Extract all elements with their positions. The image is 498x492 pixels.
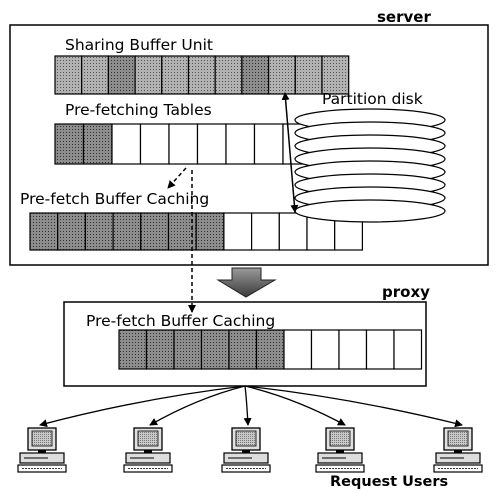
prefetching-tables-row [54,123,313,165]
buffer-cell [84,212,114,251]
buffer-cell [29,212,59,251]
server-box [9,24,489,266]
buffer-cell [145,329,175,370]
buffer-cell [294,55,323,95]
buffer-cell [111,123,142,165]
buffer-cell [54,123,85,165]
buffer-cell [241,55,270,95]
request-arrows [39,385,463,428]
buffer-cell [200,329,230,370]
buffer-cell [54,55,83,95]
server-label: server [377,8,431,26]
buffer-cell [255,329,285,370]
buffer-cell [310,329,340,370]
buffer-cell [393,329,423,370]
buffer-cell [223,212,253,251]
buffer-cell [214,55,243,95]
request-arrow [243,385,252,426]
server-prefetch-caching-title: Pre-fetch Buffer Caching [20,190,209,208]
buffer-cell [283,329,313,370]
partition-disk-label: Partition disk [322,90,423,108]
request-arrow [39,385,246,428]
buffer-cell [187,55,216,95]
dashed-arrow-tables-to-caching [167,167,187,189]
request-arrow [244,385,463,428]
computer-icon [221,427,271,473]
buffer-cell [195,212,225,251]
buffer-cell [81,55,109,95]
sharing-buffer-unit-title: Sharing Buffer Unit [65,36,213,54]
buffer-cell [107,55,136,95]
computer-icon [315,427,365,473]
buffer-cell [253,123,284,165]
computer-icon [123,427,173,473]
buffer-cell [228,329,258,370]
prefetching-tables-title: Pre-fetching Tables [65,101,212,119]
buffer-cell [278,212,308,251]
buffer-cell [365,329,395,370]
proxy-prefetch-caching-row [118,329,423,370]
computer-icon [17,427,67,473]
buffer-cell [134,55,163,95]
buffer-cell [168,123,199,165]
buffer-cell [139,123,170,165]
buffer-cell [118,329,148,370]
buffer-cell [338,329,368,370]
buffer-cell [321,55,350,95]
buffer-cell [268,55,296,95]
request-users [17,427,483,473]
partition-disk-stack [294,108,446,223]
proxy-label: proxy [382,283,430,301]
server-to-proxy-arrow [216,267,277,298]
buffer-cell [251,212,280,251]
buffer-cell [57,212,87,251]
disk-double-arrow [281,92,299,213]
proxy-prefetch-caching-title: Pre-fetch Buffer Caching [86,312,275,330]
buffer-cell [82,123,113,165]
buffer-cell [167,212,197,251]
buffer-cell [140,212,170,251]
buffer-cell [196,123,227,165]
buffer-cell [225,123,256,165]
sharing-buffer-unit-row [54,55,350,95]
buffer-cell [112,212,142,251]
request-arrow [244,385,346,426]
disk-platter [294,199,446,223]
request-users-label: Request Users [330,474,448,490]
computer-icon [433,427,483,473]
request-arrow [149,385,246,426]
server-prefetch-caching-row [29,212,364,251]
buffer-cell [161,55,190,95]
buffer-cell [173,329,203,370]
